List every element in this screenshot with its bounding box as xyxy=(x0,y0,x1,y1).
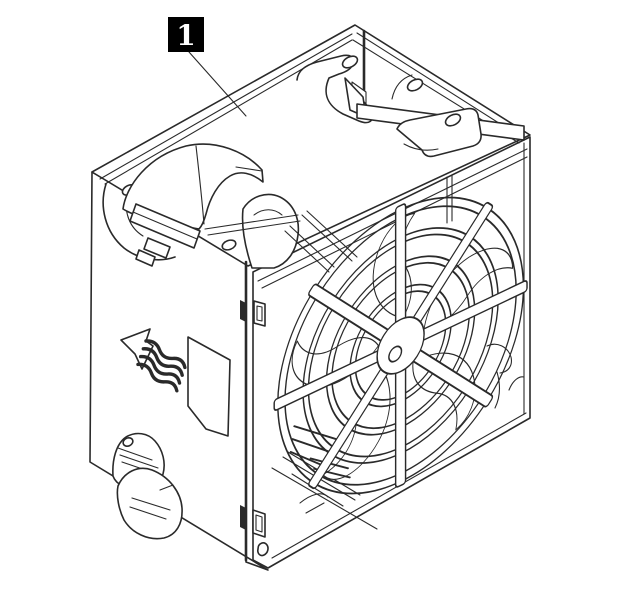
airflow-arrow-icon xyxy=(120,328,187,393)
handle-dome xyxy=(122,143,264,230)
screw-holes-top xyxy=(121,55,462,196)
front-face-details xyxy=(240,142,528,562)
top-face-details xyxy=(99,29,525,196)
mounting-latches xyxy=(240,300,269,557)
grip-feet xyxy=(112,432,183,540)
blade-tips xyxy=(299,343,525,514)
callout-label: 1 xyxy=(176,19,195,52)
callout-1: 1 xyxy=(168,17,247,117)
left-face-details xyxy=(112,328,231,540)
fan-grille xyxy=(273,196,528,495)
fan-housing-bulge xyxy=(241,193,300,269)
callout-box xyxy=(168,17,204,52)
label-sticker xyxy=(187,336,231,437)
callout-leader-line xyxy=(188,51,247,117)
carry-handle-assembly xyxy=(102,143,301,269)
foot-hole xyxy=(257,542,269,557)
